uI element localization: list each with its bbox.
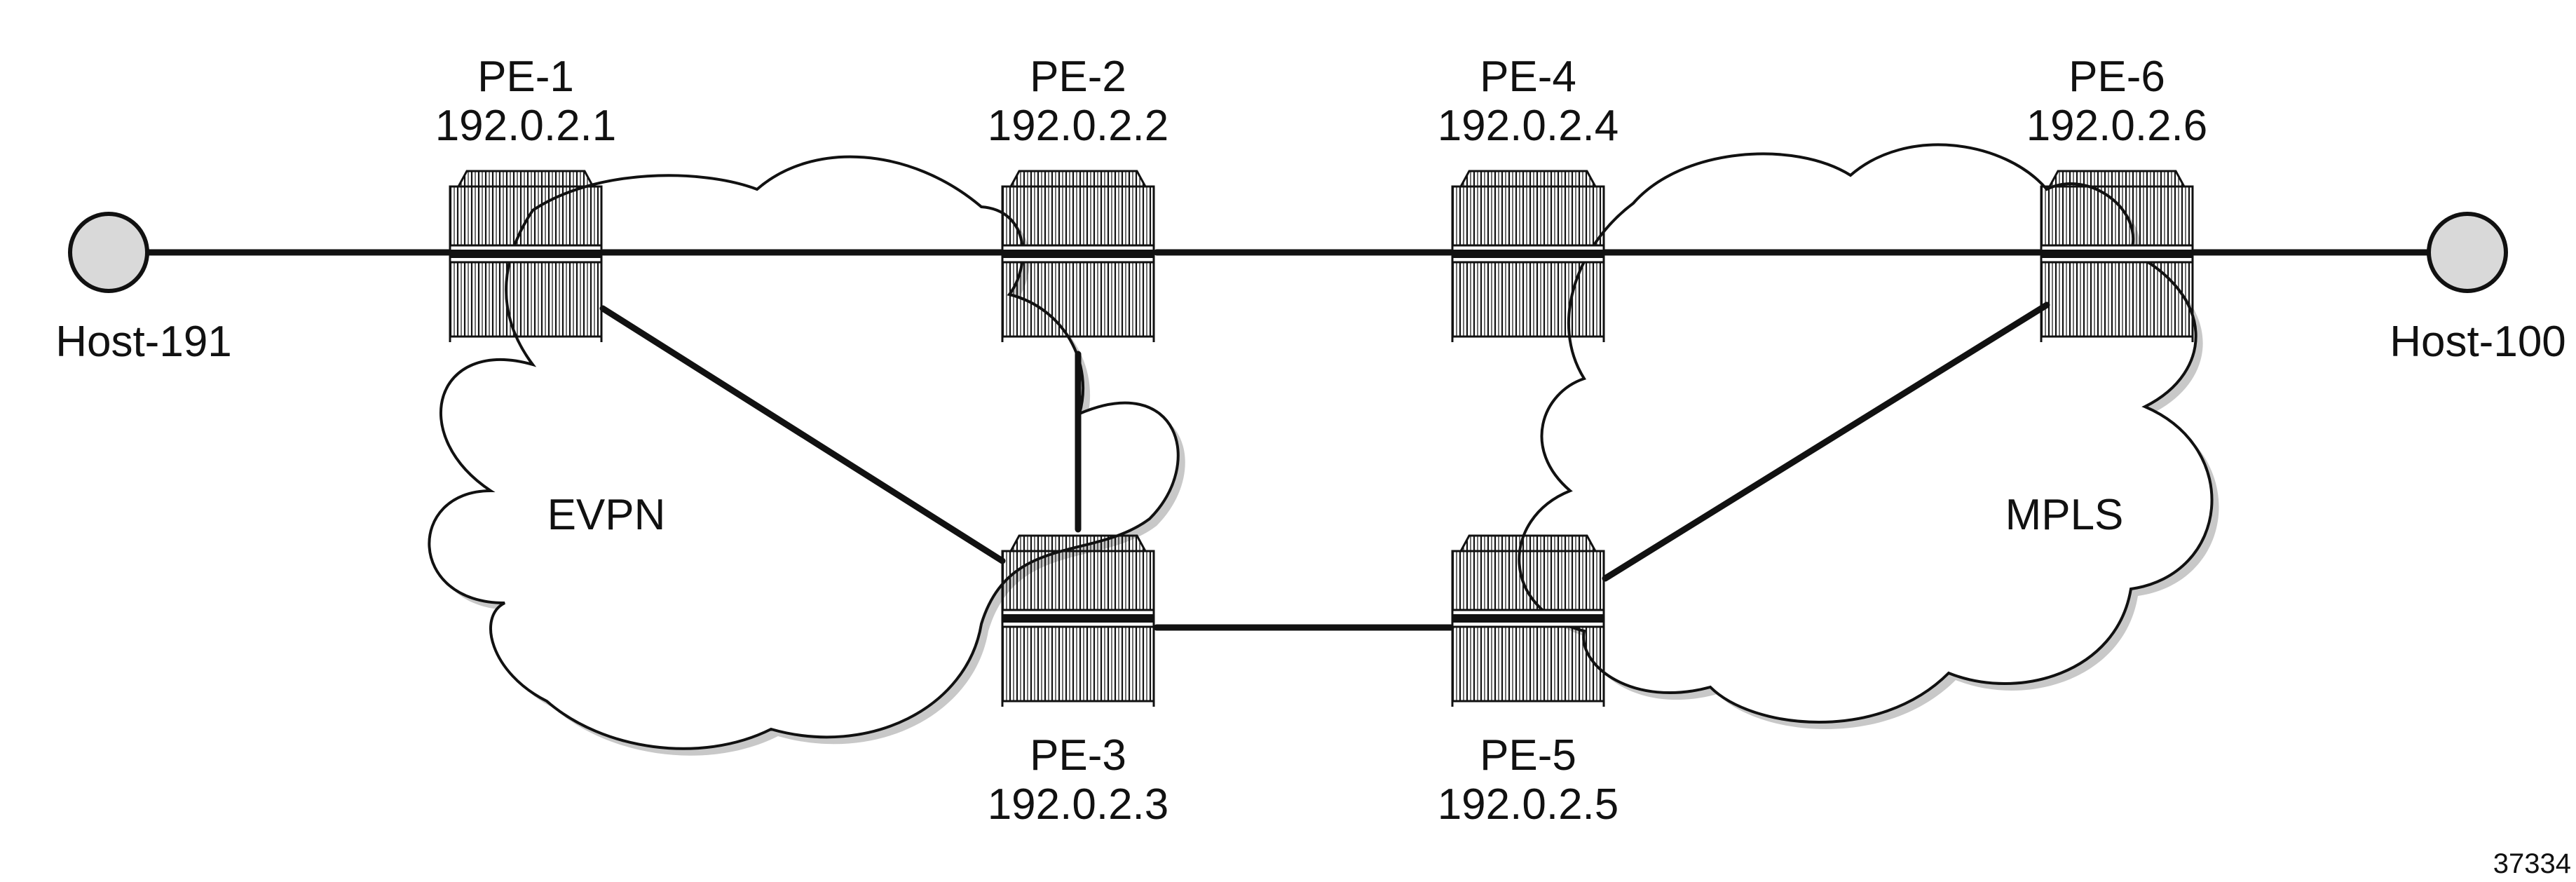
link-pe5-pe6	[1602, 301, 2050, 582]
pe6-name: PE-6	[2069, 53, 2165, 101]
figure-id: 37334	[2493, 848, 2571, 879]
pe1-name: PE-1	[477, 53, 574, 101]
evpn-cloud	[428, 155, 1185, 756]
pe2-name: PE-2	[1030, 53, 1126, 101]
router-pe2	[1001, 170, 1155, 344]
router-icon	[1451, 170, 1605, 344]
pe5-name: PE-5	[1480, 731, 1576, 780]
host-100-icon	[2427, 212, 2508, 293]
host-100-label: Host-100	[2390, 318, 2566, 366]
router-icon	[1451, 534, 1605, 708]
router-icon	[2040, 170, 2194, 344]
router-pe1	[449, 170, 603, 344]
evpn-cloud-body	[428, 155, 1180, 750]
router-icon	[449, 170, 603, 344]
router-pe4	[1451, 170, 1605, 344]
host-191-icon	[68, 212, 149, 293]
host-191: Host-191	[55, 212, 232, 366]
pe3-ip: 192.0.2.3	[988, 780, 1169, 829]
pe4-name: PE-4	[1480, 53, 1576, 101]
links	[144, 249, 2432, 631]
router-icon	[1001, 534, 1155, 708]
evpn-cloud-label: EVPN	[547, 491, 666, 539]
pe4-ip: 192.0.2.4	[1438, 102, 1619, 150]
host-191-label: Host-191	[55, 318, 232, 366]
pe5-ip: 192.0.2.5	[1438, 780, 1619, 829]
pe6-ip: 192.0.2.6	[2026, 102, 2208, 150]
pe1-ip: 192.0.2.1	[435, 102, 617, 150]
mpls-cloud-label: MPLS	[2005, 491, 2124, 539]
pe2-ip: 192.0.2.2	[988, 102, 1169, 150]
host-100: Host-100	[2390, 212, 2566, 366]
router-pe6	[2040, 170, 2194, 344]
link-pe1-pe3	[599, 305, 1006, 564]
router-pe5	[1451, 534, 1605, 708]
mpls-cloud-body	[1518, 143, 2214, 724]
router-pe3	[1001, 534, 1155, 708]
pe3-name: PE-3	[1030, 731, 1126, 780]
router-icon	[1001, 170, 1155, 344]
